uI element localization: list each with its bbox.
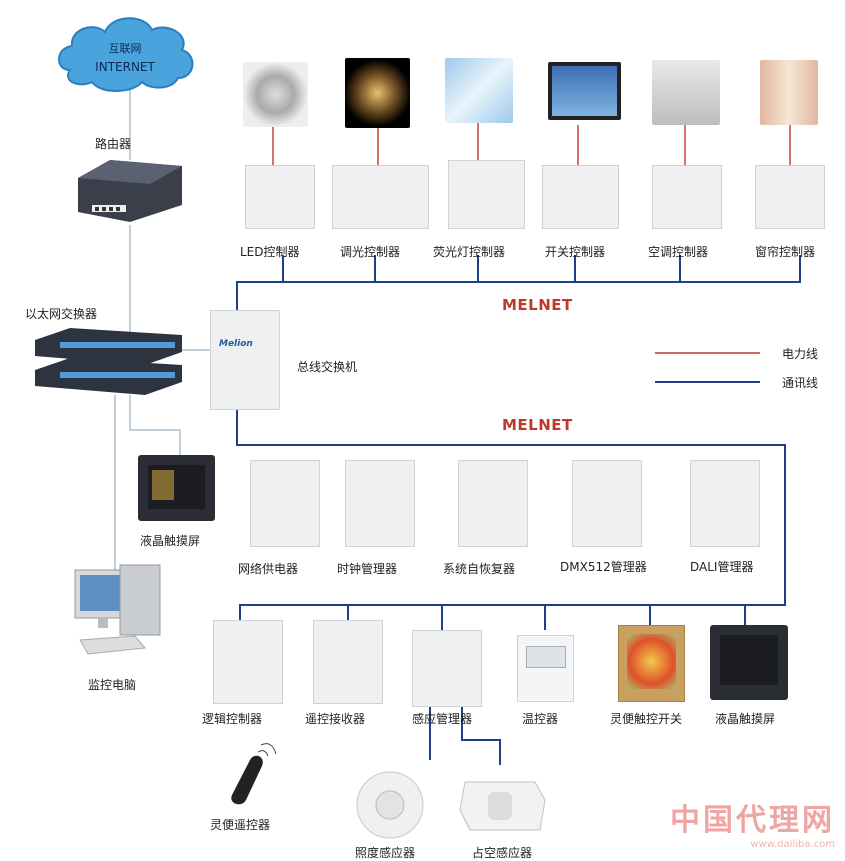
label-pc: 监控电脑 xyxy=(88,678,137,692)
remote-receiver-module xyxy=(313,620,383,704)
label-aircon-controller: 空调控制器 xyxy=(648,245,709,259)
sensor-manager-module xyxy=(412,630,482,707)
fluorescent-controller-module xyxy=(448,160,525,229)
label-switch-controller: 开关控制器 xyxy=(545,245,606,259)
thermostat-module xyxy=(517,635,574,702)
watermark: 中国代理网 www.dailiba.com xyxy=(670,795,835,850)
router-label: 路由器 xyxy=(95,137,132,151)
label-logic-controller: 逻辑控制器 xyxy=(202,712,263,726)
auto-recovery-module xyxy=(458,460,528,547)
label-network-power: 网络供电器 xyxy=(238,562,299,576)
chandelier-photo xyxy=(345,58,410,128)
monitoring-pc-icon xyxy=(74,564,161,655)
lcd-touchscreen-left-icon xyxy=(138,455,215,521)
remote-control-icon xyxy=(231,743,277,805)
led-photo xyxy=(243,62,308,127)
label-remote-receiver: 遥控接收器 xyxy=(305,712,366,726)
switch-controller-module xyxy=(542,165,619,229)
dali-manager-module xyxy=(690,460,760,547)
dmx512-manager-module xyxy=(572,460,642,547)
ethernet-switch-icon xyxy=(35,328,182,395)
aircon-controller-module xyxy=(652,165,722,229)
label-fluorescent-controller: 荧光灯控制器 xyxy=(433,245,506,259)
bus-switch-label: 总线交换机 xyxy=(297,360,358,374)
label-auto-recovery: 系统自恢复器 xyxy=(443,562,516,576)
middle-bus-line xyxy=(236,398,786,620)
melnet-top-label: MELNET xyxy=(502,296,573,314)
network-power-module xyxy=(250,460,320,547)
cloud-label-cn: 互联网 xyxy=(108,42,142,55)
label-led-controller: LED控制器 xyxy=(240,245,300,259)
label-dimmer-controller: 调光控制器 xyxy=(340,245,401,259)
watermark-url: www.dailiba.com xyxy=(750,839,835,850)
light-sensor-icon xyxy=(356,771,424,839)
router-icon xyxy=(78,160,182,222)
label-light-sensor: 照度感应器 xyxy=(355,846,416,860)
label-lcd-left: 液晶触摸屏 xyxy=(140,534,201,548)
dimmer-controller-module xyxy=(332,165,429,229)
label-clock-manager: 时钟管理器 xyxy=(337,562,398,576)
clock-manager-module xyxy=(345,460,415,547)
legend-power-label: 电力线 xyxy=(782,347,819,361)
label-thermostat: 温控器 xyxy=(522,712,559,726)
legend-comm-label: 通讯线 xyxy=(782,376,819,390)
occupancy-sensor-icon xyxy=(459,781,546,831)
label-dmx512-manager: DMX512管理器 xyxy=(560,560,647,574)
label-curtain-controller: 窗帘控制器 xyxy=(755,245,816,259)
label-remote-control: 灵便遥控器 xyxy=(210,818,271,832)
bus-switch-module: Melion xyxy=(210,310,280,410)
label-touch-switch: 灵便触控开关 xyxy=(610,712,683,726)
watermark-title: 中国代理网 xyxy=(670,803,835,838)
label-dali-manager: DALI管理器 xyxy=(690,560,754,574)
brand-logo: Melion xyxy=(219,339,253,349)
switch-label: 以太网交换器 xyxy=(25,307,98,321)
touch-switch-module xyxy=(618,625,685,702)
curtain-controller-module xyxy=(755,165,825,229)
cloud-label-en: INTERNET xyxy=(95,60,155,74)
fluorescent-photo xyxy=(445,58,513,123)
internet-cloud-icon xyxy=(58,17,194,92)
label-occupancy-sensor: 占空感应器 xyxy=(472,846,533,860)
melnet-bottom-label: MELNET xyxy=(502,416,573,434)
top-bus-line xyxy=(236,255,801,332)
lcd-touchscreen-right-module xyxy=(710,625,788,700)
aircon-photo xyxy=(652,60,720,125)
tv-photo xyxy=(548,62,621,120)
label-lcd-right: 液晶触摸屏 xyxy=(715,712,776,726)
logic-controller-module xyxy=(213,620,283,704)
label-sensor-manager: 感应管理器 xyxy=(412,712,473,726)
curtain-photo xyxy=(760,60,818,125)
led-controller-module xyxy=(245,165,315,229)
